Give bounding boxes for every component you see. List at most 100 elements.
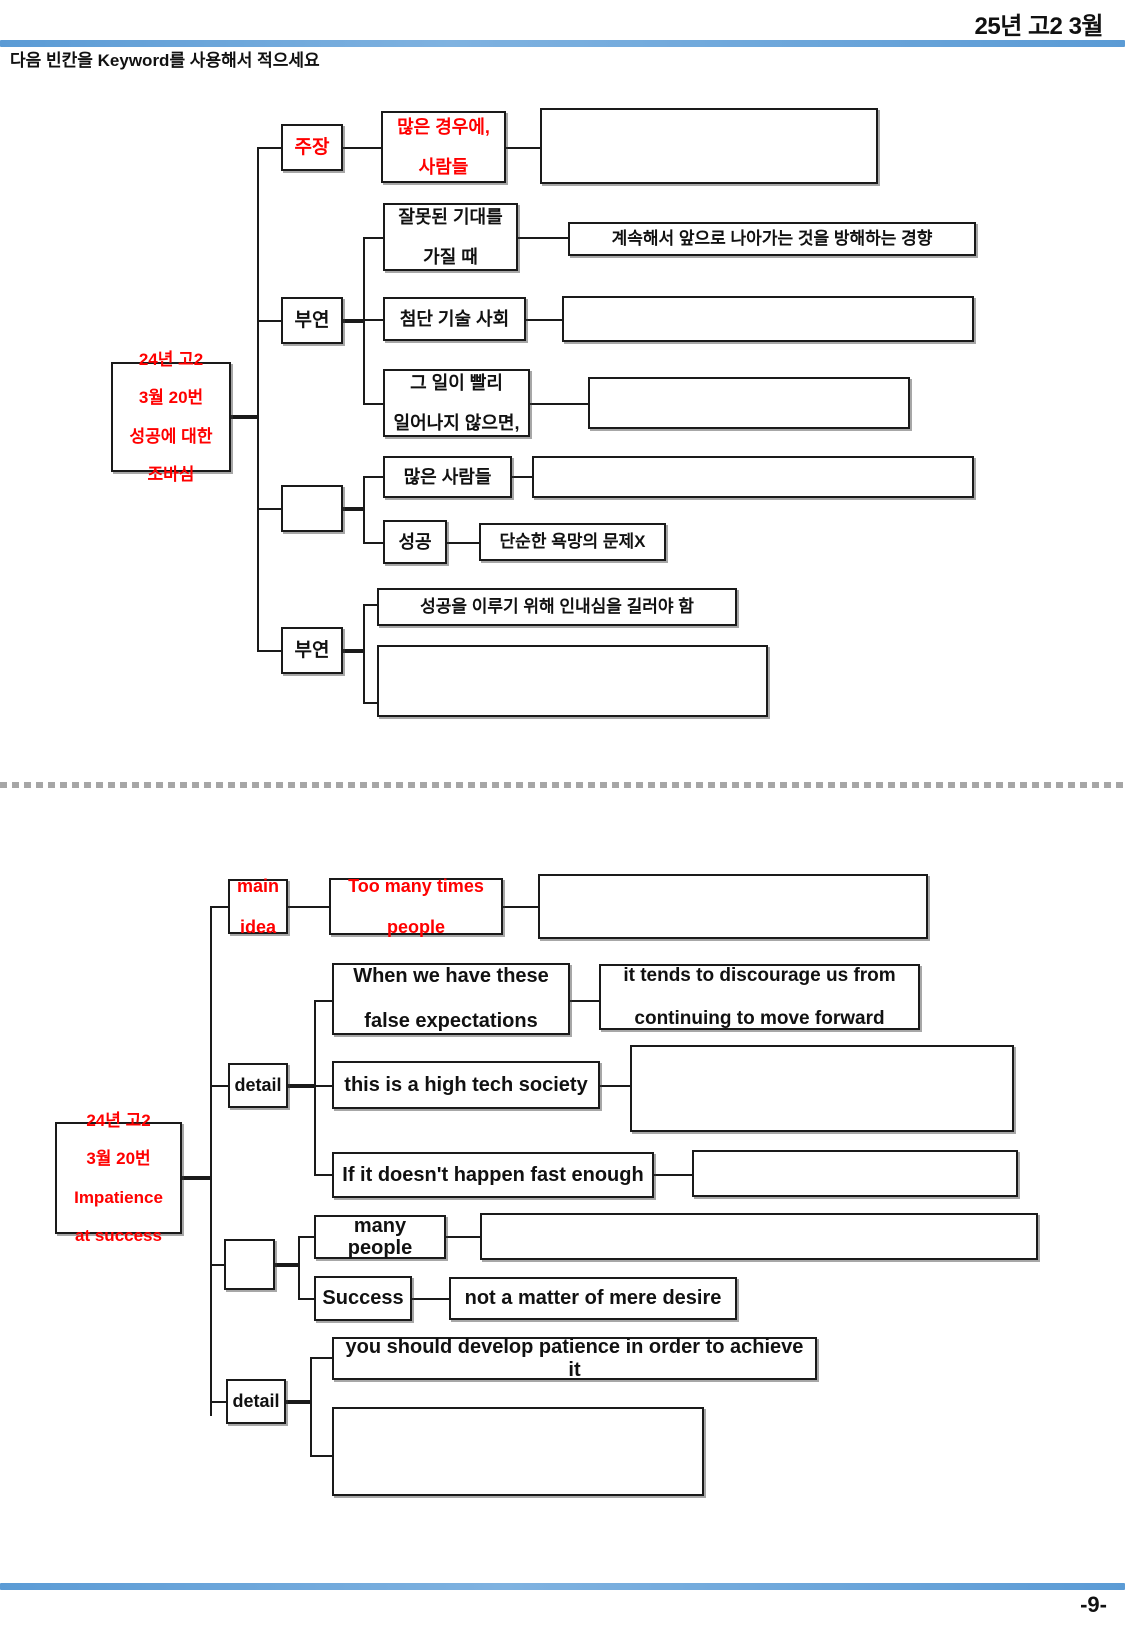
korean-connector-node3-to-blank [526, 319, 562, 321]
english-connector-b2-c2 [314, 1085, 332, 1087]
korean-branch-label-3[interactable] [281, 485, 343, 532]
english-connector-node6-to-tail [412, 1298, 449, 1300]
english-branch-4-text: detail [232, 1391, 280, 1412]
english-node-3[interactable]: this is a high tech society [332, 1061, 600, 1109]
korean-blank-4[interactable] [532, 456, 974, 498]
korean-blank-2[interactable] [562, 296, 974, 342]
english-branch-label-2[interactable]: detail [228, 1063, 288, 1108]
korean-root-line-2: 3월 20번 [138, 388, 204, 408]
korean-root-line-4: 조바심 [147, 464, 195, 484]
korean-node-2-tail[interactable]: 계속해서 앞으로 나아가는 것을 방해하는 경향 [568, 222, 976, 256]
english-connector-b2-c3 [314, 1174, 332, 1176]
korean-node-6-tail-text: 단순한 욕망의 문제X [499, 532, 646, 552]
korean-connector-b3-c1 [363, 476, 383, 478]
english-node-2-tail-line-1: it tends to discourage us from [623, 965, 896, 987]
korean-connector-branch-3 [257, 508, 281, 510]
korean-connector-b4-c2 [363, 702, 377, 704]
korean-node-2[interactable]: 잘못된 기대를 가질 때 [383, 203, 518, 271]
english-main-spine [210, 908, 212, 1416]
korean-node-1[interactable]: 많은 경우에, 사람들 [381, 111, 506, 183]
english-blank-2[interactable] [630, 1045, 1014, 1132]
korean-blank-5[interactable] [377, 645, 768, 717]
korean-blank-1[interactable] [540, 108, 878, 184]
english-node-6[interactable]: Success [314, 1276, 412, 1321]
english-node-2[interactable]: When we have these false expectations [332, 963, 570, 1035]
korean-node-6-text: 성공 [398, 531, 432, 552]
english-root-line-3: Impatience [74, 1187, 163, 1207]
english-branch3-spine [298, 1237, 300, 1299]
english-node-4[interactable]: If it doesn't happen fast enough [332, 1152, 654, 1198]
korean-root-line-1: 24년 고2 [138, 350, 204, 370]
korean-node-3[interactable]: 첨단 기술 사회 [383, 297, 526, 341]
korean-connector-b2-c2 [363, 319, 383, 321]
english-connector-b3-c1 [298, 1236, 314, 1238]
korean-branch-label-4[interactable]: 부연 [281, 627, 343, 674]
english-branch-label-4[interactable]: detail [226, 1379, 286, 1424]
korean-branch-1-text: 주장 [294, 136, 330, 158]
english-blank-1[interactable] [538, 874, 928, 939]
korean-branch2-spine [363, 238, 365, 404]
korean-connector-b3-c2 [363, 542, 383, 544]
korean-root-node[interactable]: 24년 고2 3월 20번 성공에 대한 조바심 [111, 350, 231, 484]
english-node-6-tail[interactable]: not a matter of mere desire [449, 1277, 737, 1320]
english-node-6-text: Success [322, 1287, 404, 1310]
korean-connector-b2-c1 [363, 237, 383, 239]
english-node-2-line-2: false expectations [364, 1010, 538, 1033]
korean-main-spine [257, 148, 259, 652]
english-node-6-tail-text: not a matter of mere desire [464, 1287, 722, 1310]
english-node-2-tail-line-2: continuing to move forward [634, 1007, 885, 1029]
english-connector-node1-to-blank [503, 906, 538, 908]
korean-node-7[interactable]: 성공을 이루기 위해 인내심을 길러야 함 [377, 588, 737, 626]
korean-node-2-line-2: 가질 때 [423, 247, 478, 268]
english-branch-label-3[interactable] [224, 1239, 275, 1290]
header-divider-rule [0, 40, 1125, 47]
english-blank-4[interactable] [480, 1213, 1038, 1260]
korean-node-5[interactable]: 많은 사람들 [383, 456, 512, 498]
korean-connector-branch-4 [257, 650, 281, 652]
english-blank-5[interactable] [332, 1407, 704, 1496]
korean-node-3-text: 첨단 기술 사회 [399, 308, 510, 329]
korean-connector-branch-2 [257, 320, 281, 322]
korean-branch-label-2[interactable]: 부연 [281, 297, 343, 344]
korean-node-6-tail[interactable]: 단순한 욕망의 문제X [479, 523, 666, 561]
english-node-5[interactable]: many people [314, 1215, 446, 1259]
english-node-2-tail[interactable]: it tends to discourage us from continuin… [599, 964, 920, 1030]
english-branch2-spine [314, 1002, 316, 1175]
korean-node-4[interactable]: 그 일이 빨리 일어나지 않으면, [383, 369, 530, 437]
english-node-3-text: this is a high tech society [344, 1073, 588, 1096]
english-root-stem [182, 1176, 212, 1180]
korean-branch3-stem [343, 507, 365, 511]
english-connector-node3-to-blank [600, 1085, 630, 1087]
korean-connector-node1-to-blank [506, 147, 540, 149]
english-branch2-stem [288, 1084, 316, 1088]
english-node-1[interactable]: Too many times people [329, 876, 503, 937]
english-connector-b2-c1 [314, 1000, 332, 1002]
korean-node-2-tail-text: 계속해서 앞으로 나아가는 것을 방해하는 경향 [611, 229, 933, 249]
english-branch-2-text: detail [234, 1075, 282, 1096]
english-node-7[interactable]: you should develop patience in order to … [332, 1336, 817, 1381]
english-root-line-1: 24년 고2 [86, 1111, 151, 1131]
english-connector-1-to-node [288, 906, 329, 908]
english-connector-b3-c2 [298, 1298, 314, 1300]
korean-branch-2-text: 부연 [294, 309, 330, 331]
page-title: 25년 고2 3월 [974, 13, 1104, 40]
korean-branch4-spine [363, 605, 365, 703]
english-root-node[interactable]: 24년 고2 3월 20번 Impatience at success [55, 1111, 182, 1245]
english-node-5-text: many people [347, 1214, 413, 1259]
english-branch4-spine [310, 1358, 312, 1456]
english-branch3-stem [275, 1263, 300, 1267]
korean-blank-3[interactable] [588, 377, 910, 429]
korean-connector-branch-1 [257, 147, 281, 149]
english-connector-branch-1 [210, 906, 228, 908]
english-connector-b4-c2 [310, 1455, 332, 1457]
page-number: -9- [1080, 1592, 1107, 1617]
korean-branch-label-1[interactable]: 주장 [281, 124, 343, 171]
korean-node-4-line-1: 그 일이 빨리 [410, 372, 503, 393]
english-node-1-line-1: Too many times [348, 876, 484, 897]
korean-node-1-line-2: 사람들 [418, 157, 469, 178]
english-connector-node4-to-blank [654, 1174, 692, 1176]
korean-node-6[interactable]: 성공 [383, 520, 447, 564]
section-divider [0, 782, 1125, 788]
english-branch-label-1[interactable]: main idea [228, 876, 288, 937]
english-blank-3[interactable] [692, 1150, 1018, 1197]
